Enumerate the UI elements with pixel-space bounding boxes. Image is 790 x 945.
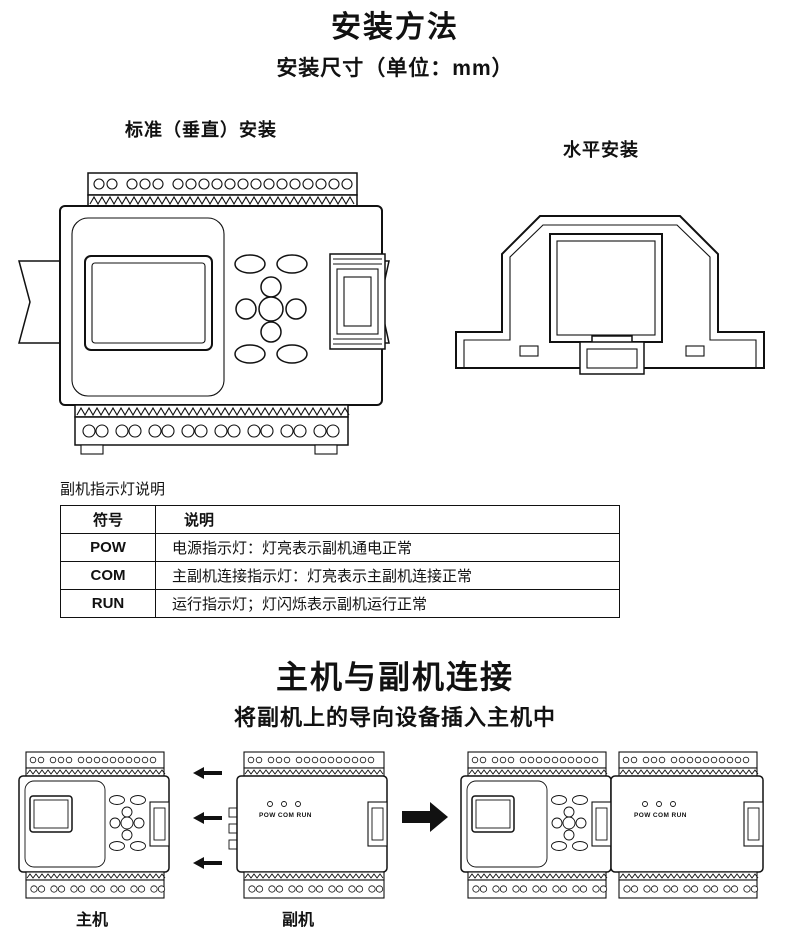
merge-arrow-icon <box>402 802 448 832</box>
expansion-connector <box>329 253 386 350</box>
table-row: POW 电源指示灯：灯亮表示副机通电正常 <box>60 533 620 562</box>
slave-led-labels: POW COM RUN <box>634 812 687 819</box>
horizontal-install-diagram <box>455 215 765 375</box>
description-cell: 电源指示灯：灯亮表示副机通电正常 <box>155 533 620 562</box>
status-leds <box>267 801 301 807</box>
table-row: COM 主副机连接指示灯：灯亮表示主副机连接正常 <box>60 561 620 590</box>
indicator-table-caption: 副机指示灯说明 <box>60 481 166 498</box>
connection-title: 主机与副机连接 <box>275 659 514 695</box>
combined-slave: POW COM RUN <box>610 751 764 899</box>
slave-unit-diagram: POW COM RUN <box>228 751 388 899</box>
expansion-connector <box>149 801 170 847</box>
keypad <box>234 254 308 364</box>
table-row: RUN 运行指示灯；灯闪烁表示副机运行正常 <box>60 589 620 618</box>
indicator-table: 符号 说明 POW 电源指示灯：灯亮表示副机通电正常 COM 主副机连接指示灯：… <box>60 505 620 618</box>
combined-unit-diagram: POW COM RUN <box>460 751 764 899</box>
page-title: 安装方法 <box>331 11 459 44</box>
display-side <box>549 233 663 343</box>
combined-master <box>460 751 612 899</box>
connection-subtitle: 将副机上的导向设备插入主机中 <box>233 705 556 730</box>
symbol-header: 符号 <box>60 505 156 534</box>
lcd-screen <box>84 255 213 351</box>
insert-arrow-icon <box>193 857 222 869</box>
din-rail-left <box>18 260 62 344</box>
keypad <box>109 795 146 851</box>
vertical-install-label: 标准（垂直）安装 <box>125 120 277 140</box>
symbol-cell: COM <box>60 561 156 590</box>
master-unit-diagram <box>18 751 170 899</box>
page-subtitle: 安装尺寸（单位：mm） <box>276 57 514 80</box>
insert-arrow-icon <box>193 767 222 779</box>
description-cell: 主副机连接指示灯：灯亮表示主副机连接正常 <box>155 561 620 590</box>
horizontal-install-label: 水平安装 <box>563 140 639 160</box>
slave-led-labels: POW COM RUN <box>259 812 312 819</box>
vertical-install-diagram <box>18 172 390 455</box>
description-header: 说明 <box>155 505 620 534</box>
insert-arrow-icon <box>193 812 222 824</box>
description-cell: 运行指示灯；灯闪烁表示副机运行正常 <box>155 589 620 618</box>
symbol-cell: POW <box>60 533 156 562</box>
table-header-row: 符号 说明 <box>60 505 620 534</box>
master-label: 主机 <box>75 912 108 929</box>
slave-label: 副机 <box>281 912 314 929</box>
expansion-connector <box>367 801 388 847</box>
lcd-screen <box>29 795 73 833</box>
symbol-cell: RUN <box>60 589 156 618</box>
din-clip <box>579 335 645 375</box>
